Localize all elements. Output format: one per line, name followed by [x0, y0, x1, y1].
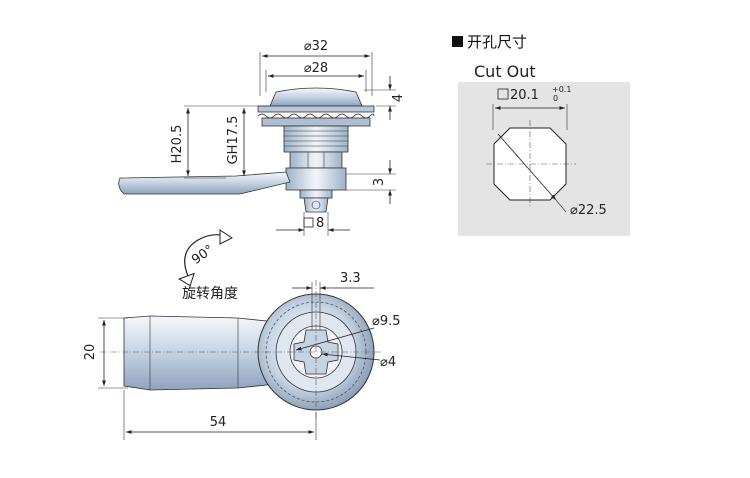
dim-d9_5-label: ⌀9.5 [372, 314, 401, 329]
dim-sq8-label: 8 [316, 216, 324, 231]
shaft-base [299, 189, 333, 199]
cutout-title: 开孔尺寸 [467, 33, 527, 51]
dim-20: 20 [83, 317, 128, 389]
side-view: ⌀32 ⌀28 [118, 39, 406, 236]
rotation-arrow-icon [184, 234, 227, 277]
dim-d32-label: ⌀32 [304, 39, 328, 54]
square-symbol-icon [497, 88, 509, 100]
dim-d32: ⌀32 [259, 39, 373, 96]
dim-gh17_5: GH17.5 [226, 108, 246, 176]
cutout-subtitle: Cut Out [474, 62, 536, 81]
dim-cutout-width: 20.1 +0.1 0 [492, 85, 571, 130]
knob-cap [269, 87, 363, 107]
cam-arm [118, 171, 291, 195]
dim-h20_5-label: H20.5 [170, 125, 185, 164]
threaded-body [283, 125, 349, 153]
dim-gh17_5-label: GH17.5 [226, 116, 241, 165]
dim-h3-label: 3 [372, 178, 387, 186]
dim-20-label: 20 [83, 344, 98, 361]
gasket-wave [257, 113, 375, 119]
dim-d28: ⌀28 [265, 61, 367, 92]
dim-h4-label: 4 [391, 94, 406, 102]
dim-d28-label: ⌀28 [304, 61, 328, 76]
square-symbol-icon [303, 217, 314, 228]
dim-h4: 4 [364, 76, 406, 120]
cutout-section: 开孔尺寸 Cut Out 20.1 +0.1 0 ⌀22.5 [452, 33, 630, 236]
dim-sq8: 8 [276, 212, 350, 236]
hex-nut [289, 151, 343, 169]
cutout-tol-upper: +0.1 [552, 85, 571, 94]
dim-d9_5: ⌀9.5 [295, 314, 401, 351]
cutout-tol-lower: 0 [553, 94, 558, 103]
dim-d4: ⌀4 [321, 352, 396, 370]
rotation-label: 旋转角度 [182, 286, 238, 302]
cutout-diameter-label: ⌀22.5 [570, 203, 607, 218]
dim-h3: 3 [346, 160, 396, 204]
cutout-width-label: 20.1 [510, 88, 539, 103]
dim-54: 54 [123, 390, 317, 440]
washer-top [257, 105, 375, 113]
dim-3_3-label: 3.3 [340, 271, 361, 286]
lower-body [285, 167, 347, 191]
dim-3_3: 3.3 [292, 271, 374, 330]
dim-54-label: 54 [210, 415, 227, 430]
washer-bottom [261, 117, 371, 127]
title-bullet-icon [452, 36, 463, 47]
dim-h20_5: H20.5 [170, 105, 268, 179]
dim-d4-label: ⌀4 [380, 355, 396, 370]
rotation-indicator: 90° 旋转角度 [177, 229, 238, 302]
front-view: 3.3 ⌀9.5 ⌀4 20 54 [83, 271, 401, 440]
front-cam-arm [123, 315, 277, 391]
